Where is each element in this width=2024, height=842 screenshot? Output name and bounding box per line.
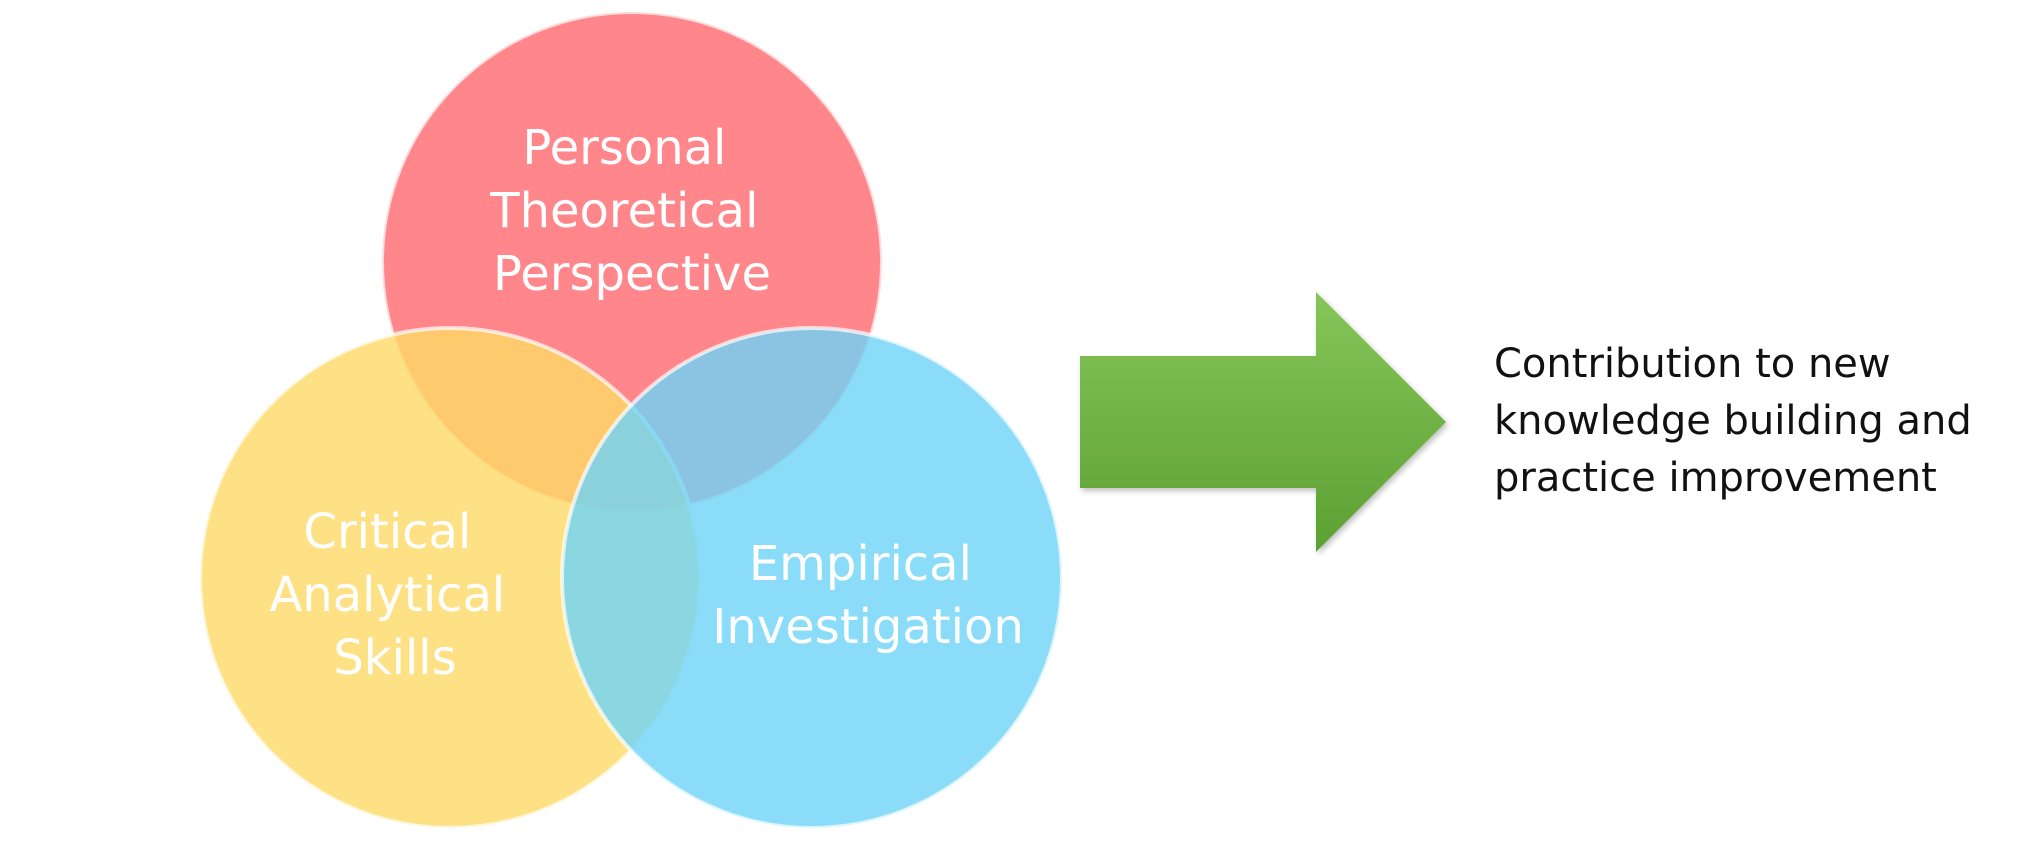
outcome-text: Contribution to new knowledge building a… xyxy=(1494,336,1994,507)
outcome-line: knowledge building and xyxy=(1494,398,1972,444)
outcome-line: practice improvement xyxy=(1494,455,1937,501)
label-empirical-investigation: Empirical Investigation xyxy=(712,536,1024,655)
right-arrow-icon xyxy=(1080,292,1446,552)
label-critical-analytical-skills: Critical Analytical Skills xyxy=(270,504,521,686)
outcome-line: Contribution to new xyxy=(1494,341,1891,387)
label-personal-theoretical-perspective: Personal Theoretical Perspective xyxy=(489,120,773,302)
circle-empirical-investigation xyxy=(560,326,1064,830)
